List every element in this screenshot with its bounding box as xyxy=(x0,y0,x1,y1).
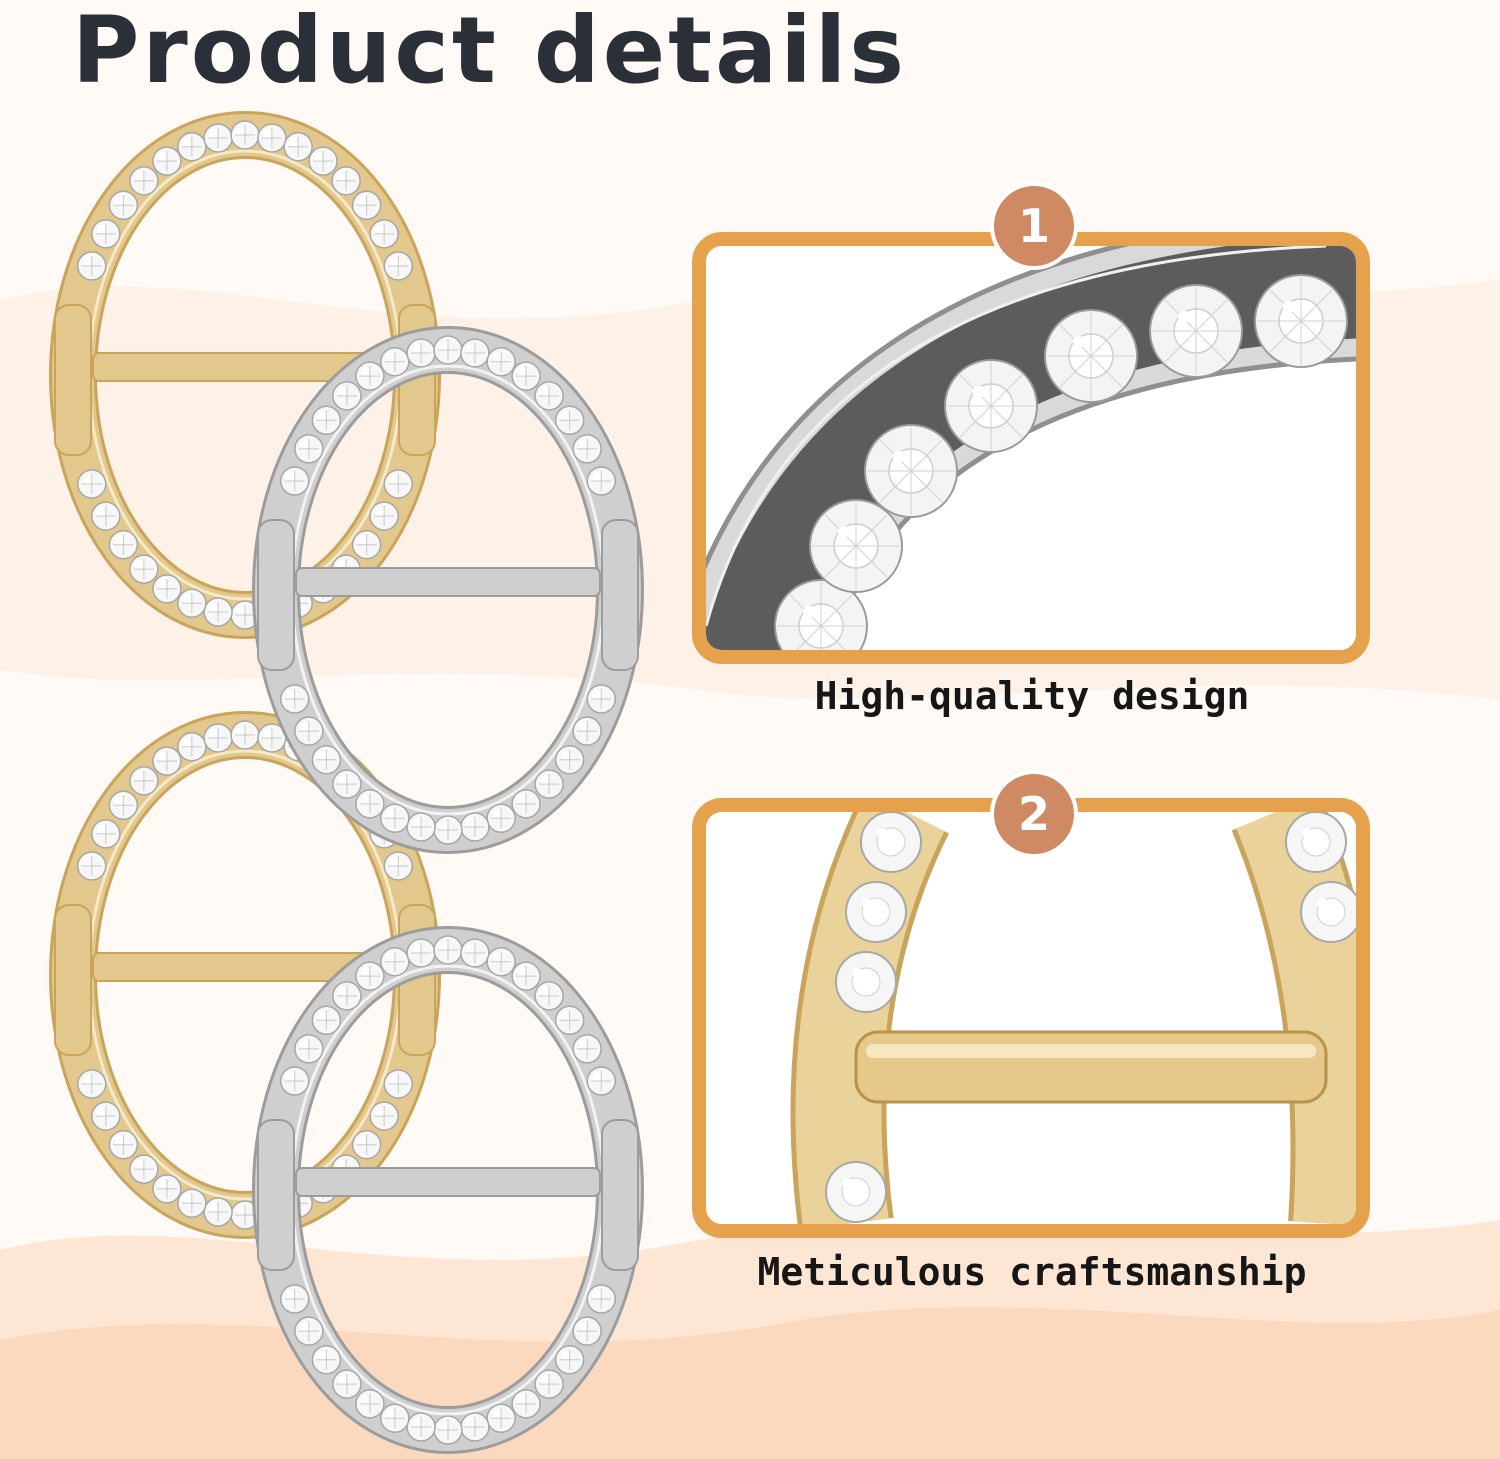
closeup-frame-crossbar xyxy=(692,798,1370,1238)
feature-badge-2: 2 xyxy=(990,770,1078,858)
crossbar-closeup xyxy=(706,812,1356,1224)
feature-caption-2: Meticulous craftsmanship xyxy=(757,1250,1307,1294)
feature-caption-1: High-quality design xyxy=(814,674,1250,718)
page-title: Product details xyxy=(72,0,908,104)
closeup-frame-rhinestones xyxy=(692,232,1370,664)
silver-scarf-ring xyxy=(252,326,644,854)
silver-scarf-ring xyxy=(252,926,644,1454)
feature-badge-1: 1 xyxy=(990,182,1078,270)
rhinestone-closeup xyxy=(706,246,1356,650)
